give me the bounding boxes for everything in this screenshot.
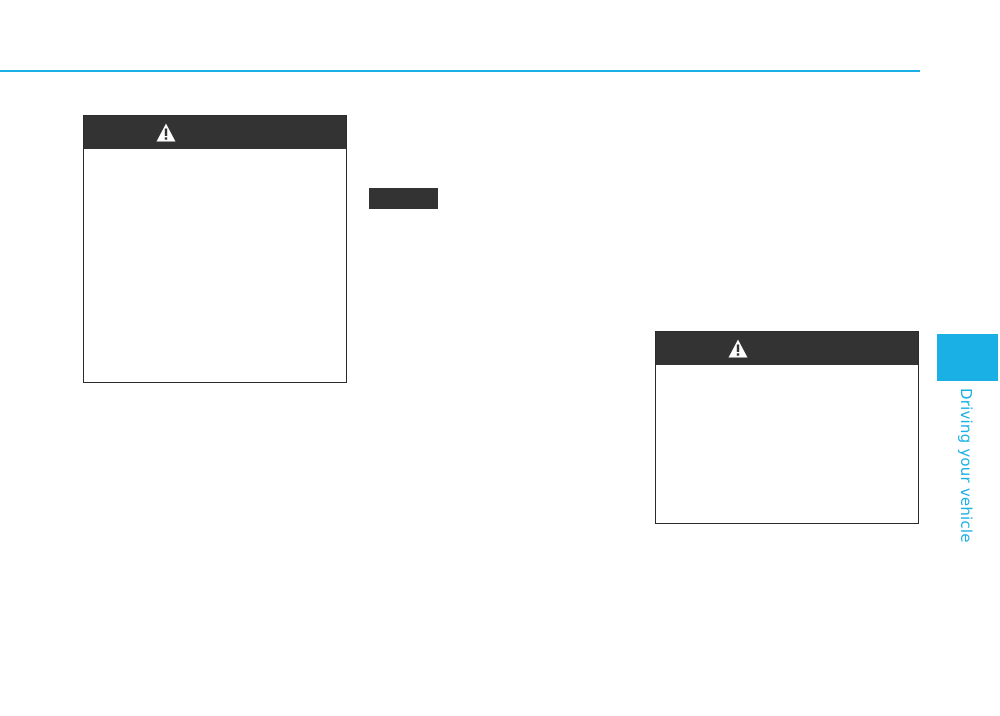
warning-box <box>655 331 919 524</box>
warning-box <box>83 115 347 383</box>
warning-header-bar <box>656 332 918 365</box>
chapter-tab-label-wrap: Driving your vehicle <box>957 388 978 543</box>
warning-triangle-icon <box>156 123 176 142</box>
warning-triangle-icon <box>728 339 748 358</box>
warning-header-bar <box>84 116 346 149</box>
section-label-block <box>369 188 438 209</box>
header-rule <box>0 70 920 72</box>
chapter-tab-label: Driving your vehicle <box>957 388 975 543</box>
chapter-tab <box>937 334 998 381</box>
